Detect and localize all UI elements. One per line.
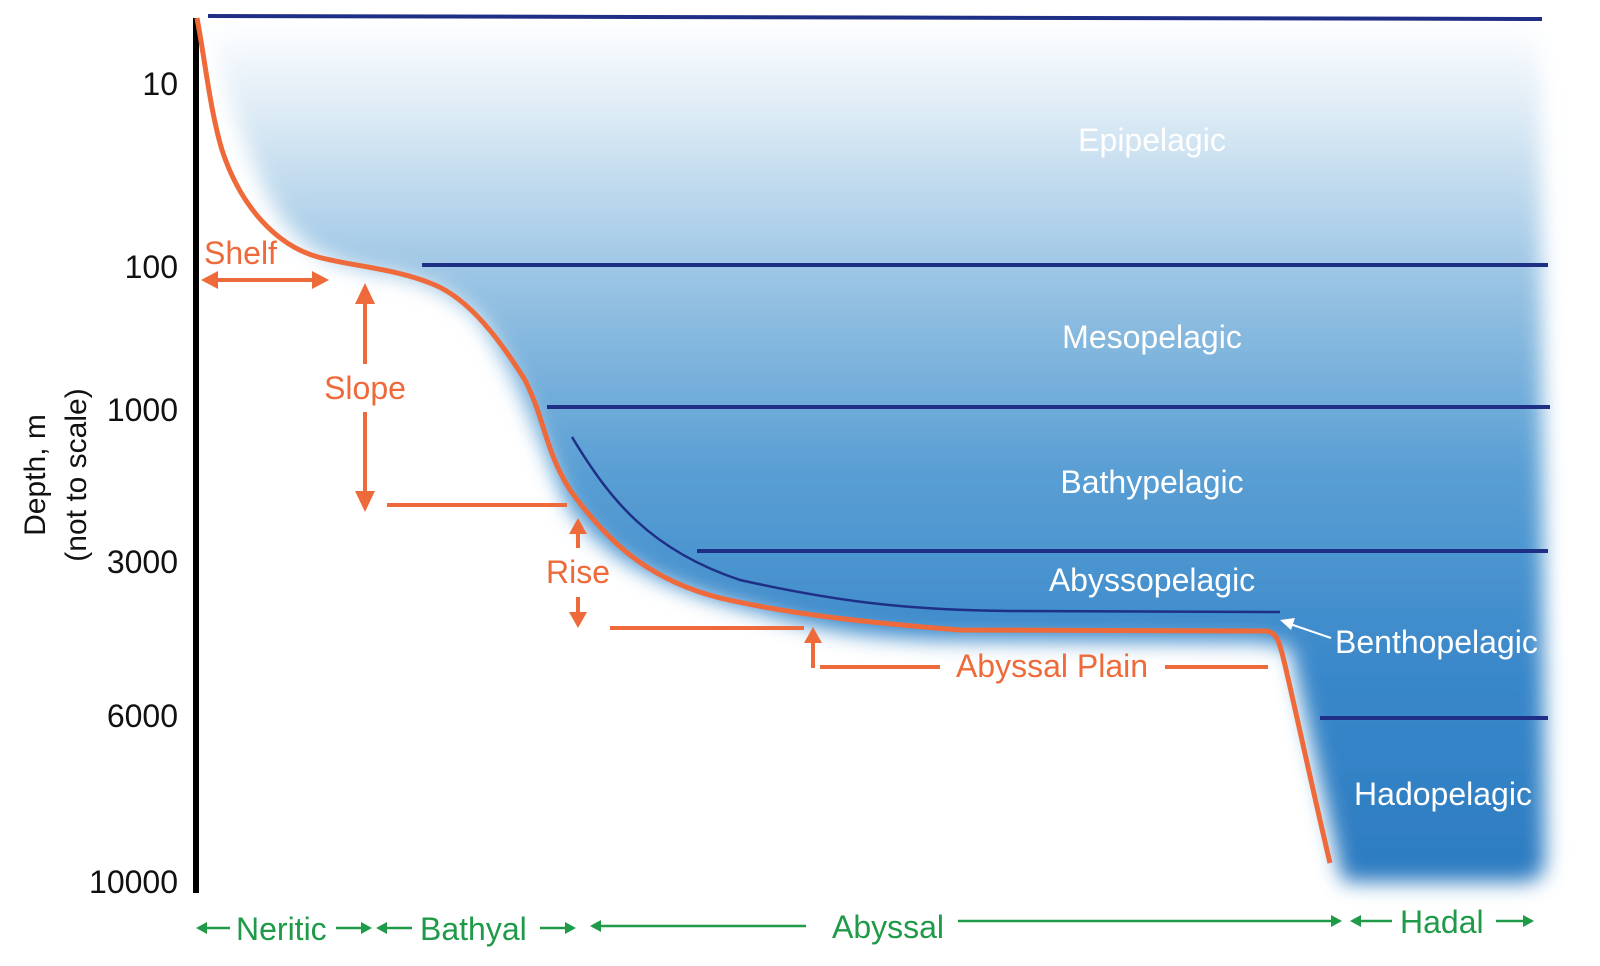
axis-label-note: (not to scale) (60, 388, 93, 561)
slope-arrow-head-up (355, 283, 375, 304)
slope-label: Slope (324, 370, 406, 406)
tick-label: 10000 (89, 864, 178, 900)
benthopelagic-boundary (570, 436, 1281, 614)
benthopelagic-pointer (1289, 623, 1332, 639)
province-label-hadal: Hadal (1400, 904, 1484, 940)
tick-label: 100 (125, 249, 178, 285)
tick-label: 3000 (107, 544, 178, 580)
zone-label-abyssopelagic: Abyssopelagic (1049, 562, 1255, 598)
tick-label: 6000 (107, 698, 178, 734)
zone-label-epipelagic: Epipelagic (1078, 122, 1226, 158)
shelf-label: Shelf (204, 235, 277, 271)
shelf-arrow-head-left (201, 271, 218, 289)
tick-label: 1000 (107, 392, 178, 428)
slope-arrow-head-down (355, 491, 375, 512)
zone-label-bathypelagic: Bathypelagic (1060, 464, 1243, 500)
province-label-neritic: Neritic (236, 911, 327, 947)
abyssal-plain-label: Abyssal Plain (956, 648, 1148, 684)
province-label-abyssal: Abyssal (832, 909, 944, 945)
province-hadal: Hadal (1350, 904, 1534, 940)
zone-label-benthopelagic: Benthopelagic (1335, 624, 1538, 660)
province-abyssal: Abyssal (590, 909, 1342, 945)
province-bathyal: Bathyal (376, 911, 576, 947)
axis-label: Depth, m (19, 414, 52, 536)
shelf-arrow-head-right (312, 271, 329, 289)
zone-label-hadopelagic: Hadopelagic (1354, 776, 1532, 812)
province-label-bathyal: Bathyal (420, 911, 527, 947)
surface-line (207, 14, 1543, 21)
province-neritic: Neritic (196, 911, 372, 947)
rise-arrow-head-up (569, 518, 587, 534)
benthopelagic-pointer-head (1280, 618, 1295, 630)
zone-label-mesopelagic: Mesopelagic (1062, 319, 1242, 355)
rise-arrow-head-down (569, 612, 587, 628)
seafloor-profile (194, 17, 1333, 864)
rise-label: Rise (546, 554, 610, 590)
abyssal-plain-arrow-head (804, 627, 822, 643)
tick-label: 10 (142, 66, 178, 102)
water-body (208, 22, 1545, 882)
